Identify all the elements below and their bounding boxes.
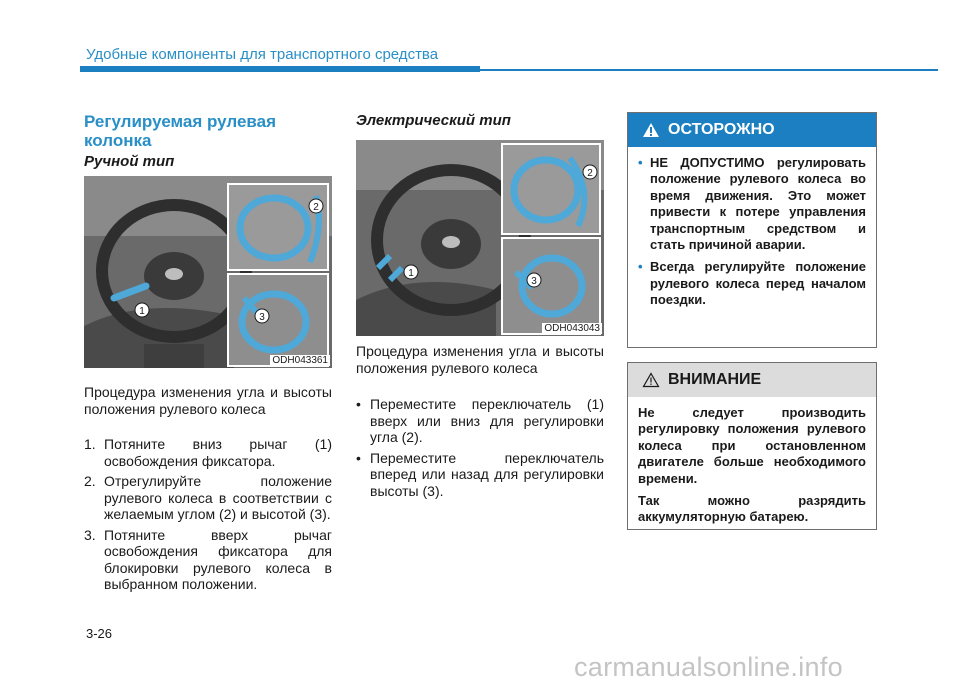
notice-paragraph: Так можно разрядить аккумуляторную батар…: [638, 493, 866, 525]
electric-callout-2: 2: [587, 168, 593, 179]
manual-steering-photo: 1 2 3 ODH043361: [84, 176, 332, 368]
manual-callout-3: 3: [259, 312, 265, 323]
caution-triangle-icon: [642, 372, 660, 388]
list-item: 3. Потяните вверх рычаг освобождения фикс…: [84, 527, 332, 593]
bullet-mark: •: [638, 259, 643, 275]
list-item: 1. Потяните вниз рычаг (1) освобождения ф…: [84, 436, 332, 469]
electric-image-code: ODH043043: [542, 323, 602, 334]
electric-intro: Процедура изменения угла и высоты положе…: [356, 343, 604, 376]
step-text: Отрегулируйте положение рулевого колеса …: [104, 473, 332, 522]
warning-triangle-icon: [643, 123, 659, 137]
list-item: • Всегда регулируйте положение рулевого к…: [638, 259, 866, 308]
notice-text: Не следует производить регулировку полож…: [628, 397, 876, 526]
step-number: 2.: [84, 473, 96, 489]
bullet-mark: •: [638, 155, 643, 170]
step-text: Потяните вверх рычаг освобождения фиксат…: [104, 526, 332, 593]
bullet-mark: •: [356, 396, 361, 412]
manual-callout-2: 2: [313, 202, 319, 213]
warning-list: • НЕ ДОПУСТИМО регулировать положение рул…: [628, 155, 876, 309]
electric-bullets-list: • Переместите переключатель (1) вверх или…: [356, 396, 604, 503]
page-number: 3-26: [86, 626, 113, 641]
section-title: Регулируемая рулевая колонка: [84, 112, 277, 150]
bullet-text: Переместите переключатель вперед или наз…: [370, 449, 604, 499]
manual-intro: Процедура изменения угла и высоты положе…: [84, 384, 332, 417]
list-item: • Переместите переключатель вперед или на…: [356, 450, 604, 500]
warning-box: ОСТОРОЖНО • НЕ ДОПУСТИМО регулировать пол…: [627, 112, 877, 348]
bullet-mark: •: [356, 449, 361, 466]
warning-text: НЕ ДОПУСТИМО регулировать положение руле…: [650, 155, 866, 253]
electric-steering-photo: 1 2 3 ODH043043: [356, 140, 604, 336]
warning-text: Всегда регулируйте положение рулевого ко…: [650, 259, 866, 308]
header-line: [480, 69, 938, 71]
warning-header: ОСТОРОЖНО: [628, 113, 876, 147]
watermark: carmanualsonline.info: [574, 652, 843, 682]
electric-callout-1: 1: [408, 268, 414, 279]
list-item: 2. Отрегулируйте положение рулевого колес…: [84, 473, 332, 523]
step-number: 3.: [84, 526, 96, 543]
bullet-text: Переместите переключатель (1) вверх или …: [370, 396, 604, 445]
notice-paragraph: Не следует производить регулировку полож…: [638, 405, 866, 486]
manual-callout-1: 1: [139, 306, 145, 317]
notice-title: ВНИМАНИЕ: [668, 371, 762, 388]
notice-box: ВНИМАНИЕ Не следует производить регулиро…: [627, 362, 877, 530]
manual-subtitle: Ручной тип: [84, 153, 175, 170]
list-item: • Переместите переключатель (1) вверх или…: [356, 396, 604, 446]
header-bar: [80, 66, 480, 72]
step-text: Потяните вниз рычаг (1) освобождения фик…: [104, 436, 332, 469]
notice-header: ВНИМАНИЕ: [628, 363, 876, 397]
header-title: Удобные компоненты для транспортного сре…: [86, 46, 439, 63]
electric-callout-3: 3: [531, 276, 537, 287]
manual-image-code: ODH043361: [270, 355, 330, 366]
step-number: 1.: [84, 436, 96, 452]
electric-subtitle: Электрический тип: [356, 112, 511, 129]
warning-title: ОСТОРОЖНО: [668, 121, 775, 138]
list-item: • НЕ ДОПУСТИМО регулировать положение рул…: [638, 155, 866, 253]
manual-steps-list: 1. Потяните вниз рычаг (1) освобождения ф…: [84, 436, 332, 597]
